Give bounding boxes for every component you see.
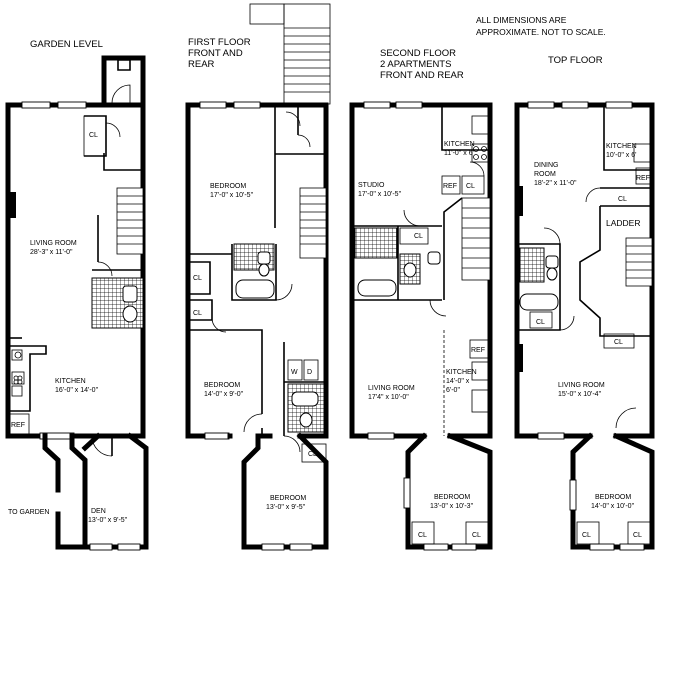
first-closet-3-label: CL <box>308 451 317 458</box>
second-studio-label: STUDIO <box>358 182 385 189</box>
garden-den-label: DEN <box>91 508 106 515</box>
second-living-room-label: LIVING ROOM <box>368 385 415 392</box>
first-closet-2-label: CL <box>193 310 202 317</box>
second-bedroom-dims: 13'-0" x 10'-3" <box>430 503 474 510</box>
second-kitchen-2-label: KITCHEN <box>446 369 477 376</box>
second-floor-title-3: FRONT AND REAR <box>380 70 464 81</box>
first-washer-label: W <box>291 369 298 376</box>
second-living-room-dims: 17'4" x 10'-0" <box>368 394 409 401</box>
garden-level-title: GARDEN LEVEL <box>30 39 103 50</box>
first-bedroom-2-label: BEDROOM <box>204 382 240 389</box>
second-floor-plan: SECOND FLOOR 2 APARTMENTS FRONT AND REAR… <box>349 48 493 551</box>
second-closet-2-label: CL <box>414 233 423 240</box>
top-dining-label-2: ROOM <box>534 171 556 178</box>
second-kitchen-2-dims-1: 14'-0" x <box>446 378 470 385</box>
top-dining-label: DINING <box>534 162 559 169</box>
garden-ref-label: REF <box>11 422 25 429</box>
top-ladder-label: LADDER <box>606 218 640 228</box>
garden-den-dims: 13'-0" x 9'-5" <box>88 517 128 524</box>
top-closet-5-label: CL <box>633 532 642 539</box>
dimensions-note: ALL DIMENSIONS ARE APPROXIMATE. NOT TO S… <box>476 15 606 37</box>
garden-closet-label: CL <box>89 132 98 139</box>
first-floor-title-2: FRONT AND <box>188 48 243 59</box>
second-closet-1-label: CL <box>466 183 475 190</box>
first-closet-1-label: CL <box>193 275 202 282</box>
first-bedroom-1-dims: 17'-0" x 10'-5" <box>210 192 254 199</box>
first-floor-title-1: FIRST FLOOR <box>188 37 251 48</box>
second-studio-dims: 17'-0" x 10'-5" <box>358 191 402 198</box>
top-closet-1-label: CL <box>618 196 627 203</box>
note-line-2: APPROXIMATE. NOT TO SCALE. <box>476 27 606 37</box>
second-kitchen-2-dims-2: 6'-0" <box>446 387 460 394</box>
top-kitchen-dims: 10'-0" x 6' <box>606 152 636 159</box>
second-floor-title-2: 2 APARTMENTS <box>380 59 451 70</box>
second-ref-1-label: REF <box>443 183 457 190</box>
second-ref-2-label: REF <box>471 347 485 354</box>
second-closet-3-label: CL <box>418 532 427 539</box>
garden-living-room-dims: 28'-3" x 11'-0" <box>30 249 73 256</box>
first-bedroom-3-label: BEDROOM <box>270 495 306 502</box>
top-dining-dims: 18'-2" x 11'-0" <box>534 180 577 187</box>
top-closet-2-label: CL <box>536 319 545 326</box>
first-bedroom-2-dims: 14'-0" x 9'-0" <box>204 391 244 398</box>
note-line-1: ALL DIMENSIONS ARE <box>476 15 567 25</box>
garden-kitchen-dims: 16'-0" x 14'-0" <box>55 387 99 394</box>
top-living-room-label: LIVING ROOM <box>558 382 605 389</box>
second-kitchen-1-dims: 11'-0" x 6' <box>444 150 474 157</box>
first-floor-title-3: REAR <box>188 59 215 70</box>
top-floor-title: TOP FLOOR <box>548 55 603 66</box>
second-kitchen-1-label: KITCHEN <box>444 141 475 148</box>
top-closet-3-label: CL <box>614 339 623 346</box>
second-bedroom-label: BEDROOM <box>434 494 470 501</box>
second-floor-title-1: SECOND FLOOR <box>380 48 456 59</box>
second-closet-4-label: CL <box>472 532 481 539</box>
top-floor-plan: TOP FLOOR REF KITCHEN 10'-0" x 6' CL LAD… <box>514 55 655 551</box>
garden-to-garden-label: TO GARDEN <box>8 509 50 516</box>
top-bedroom-dims: 14'-0" x 10'-0" <box>591 503 635 510</box>
first-bedroom-3-dims: 13'-0" x 9'-5" <box>266 504 306 511</box>
top-kitchen-label: KITCHEN <box>606 143 637 150</box>
garden-kitchen-label: KITCHEN <box>55 378 86 385</box>
first-floor-plan: FIRST FLOOR FRONT AND REAR <box>185 3 331 551</box>
first-dryer-label: D <box>307 369 312 376</box>
top-ref-label: REF <box>636 175 650 182</box>
first-bedroom-1-label: BEDROOM <box>210 183 246 190</box>
garden-living-room-label: LIVING ROOM <box>30 240 77 247</box>
top-living-room-dims: 15'-0" x 10'-4" <box>558 391 602 398</box>
garden-level-plan: GARDEN LEVEL CL <box>5 39 149 551</box>
top-bedroom-label: BEDROOM <box>595 494 631 501</box>
top-closet-4-label: CL <box>582 532 591 539</box>
